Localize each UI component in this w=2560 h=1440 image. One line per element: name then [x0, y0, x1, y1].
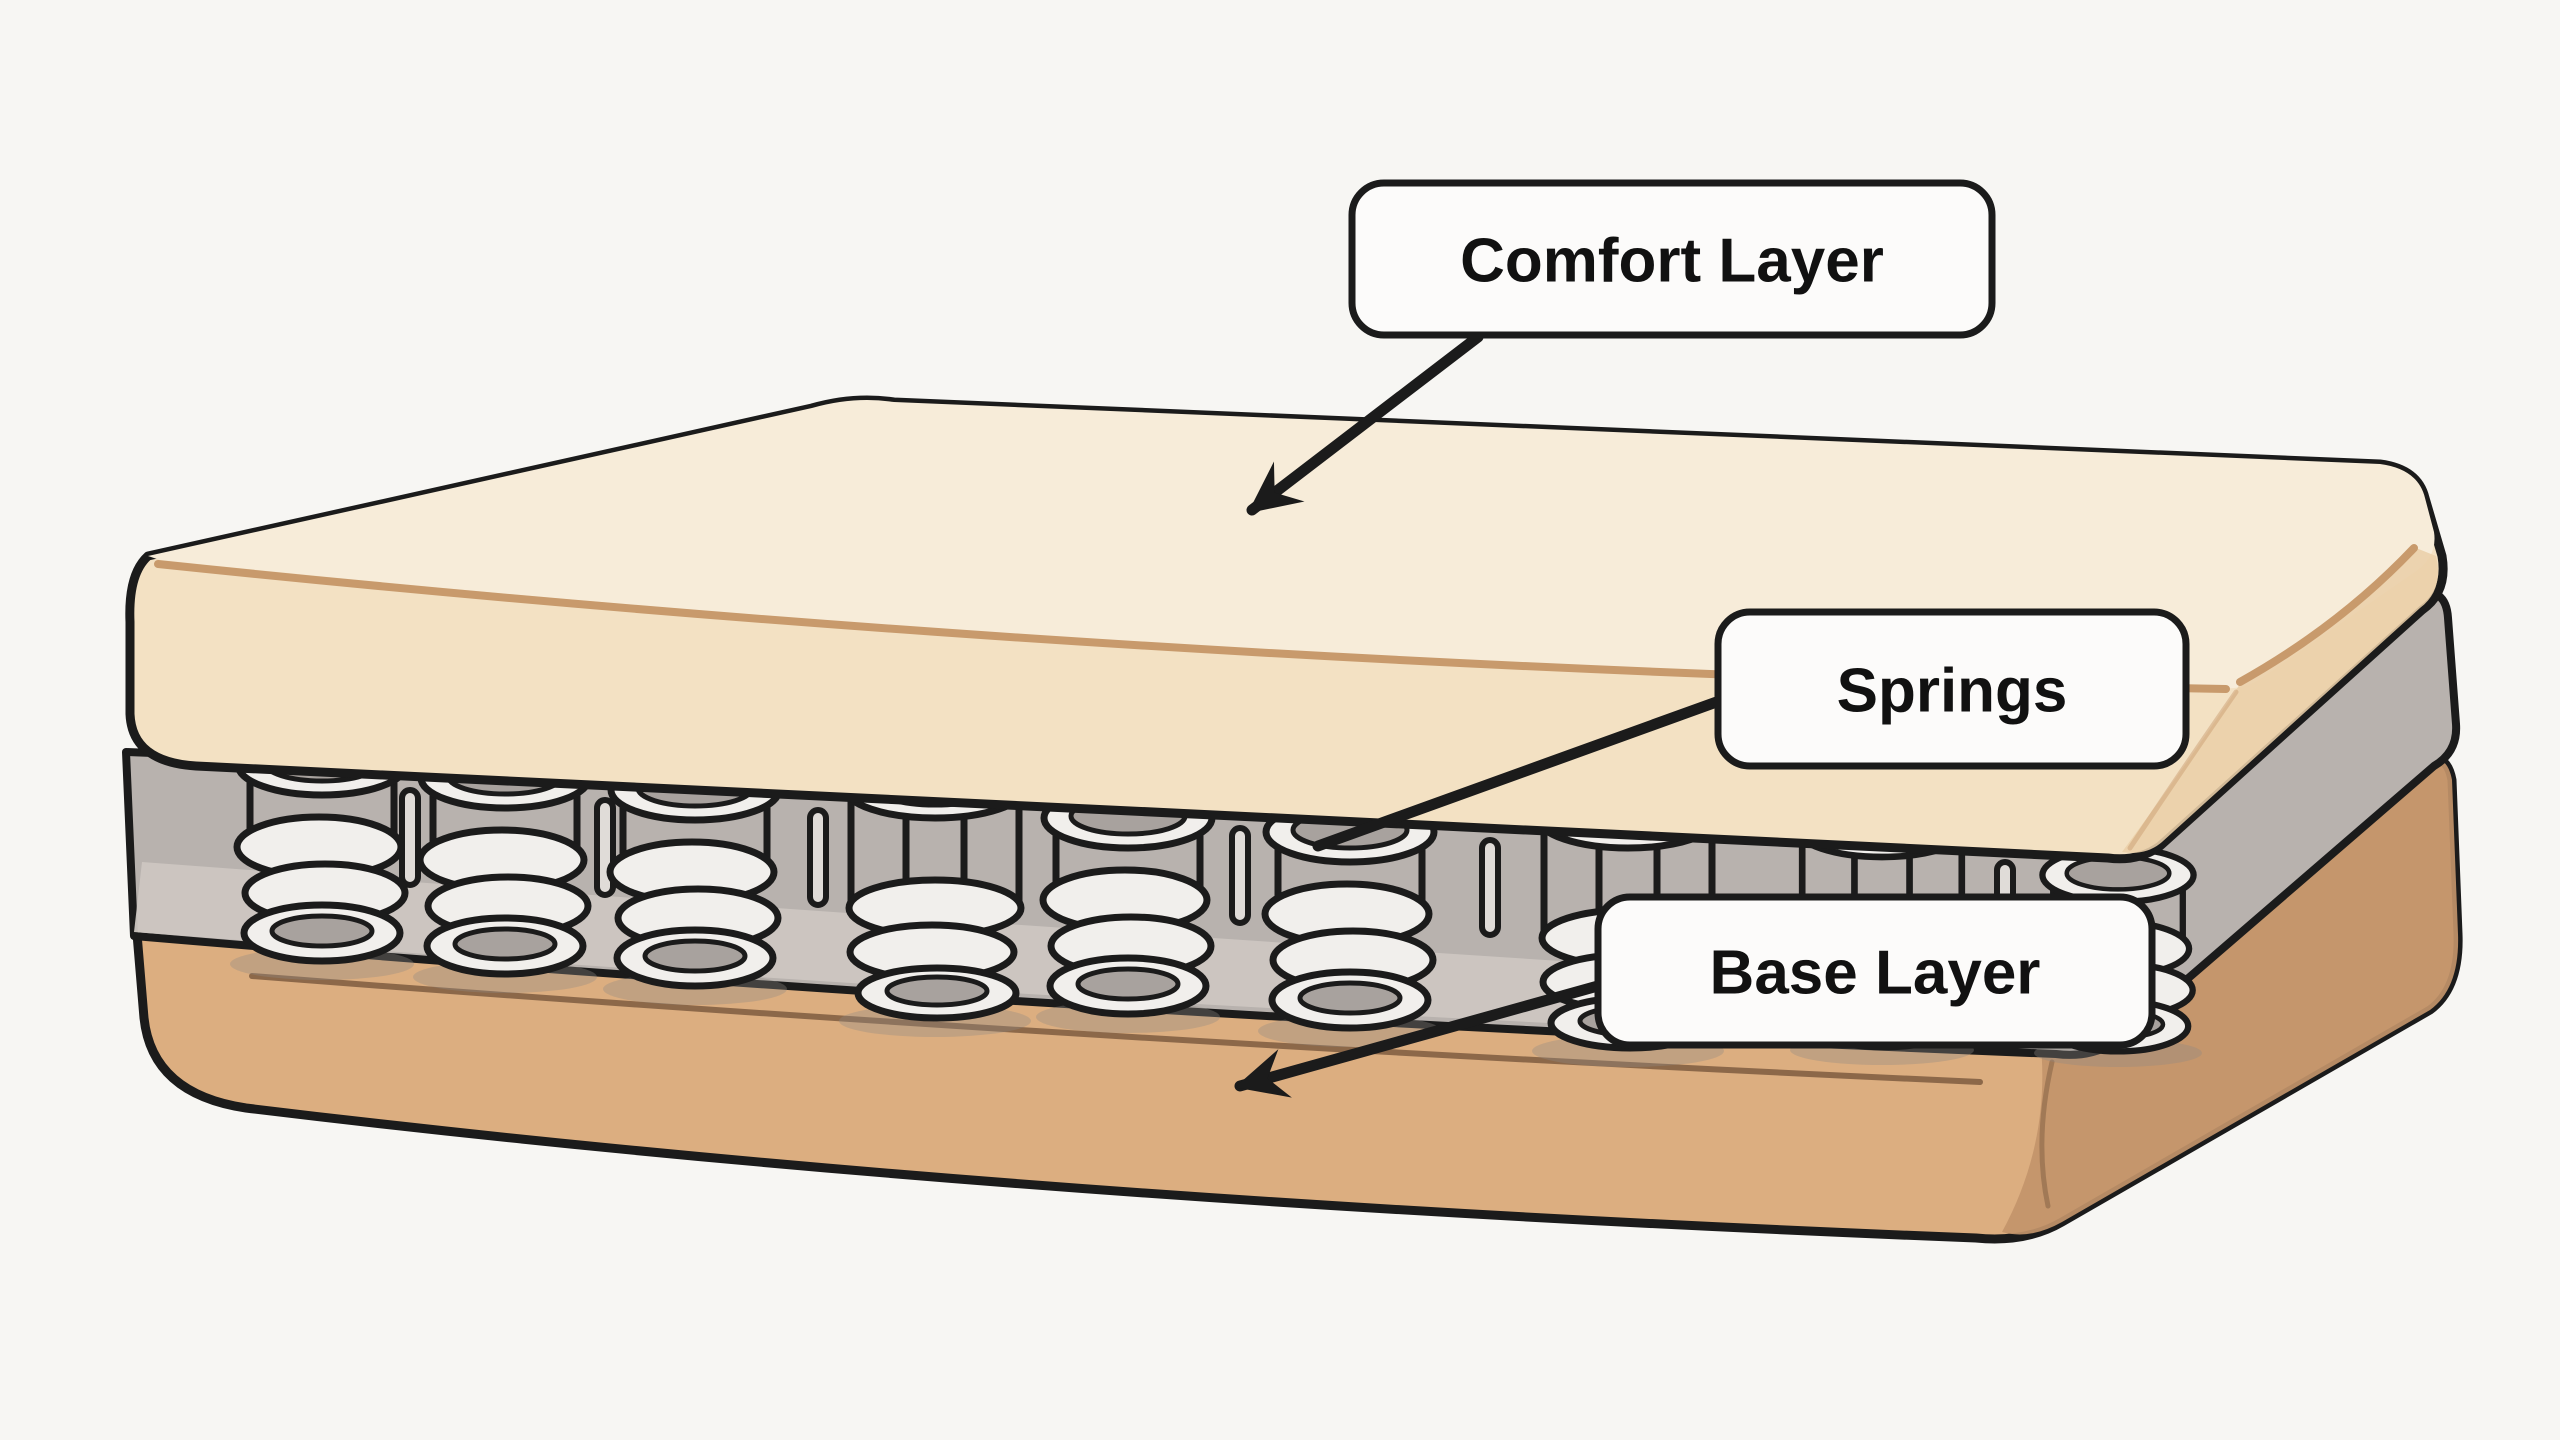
spring-coil	[1043, 788, 1212, 1014]
comfort-layer-side-accent-line	[2236, 544, 2418, 686]
comfort-layer-side-face	[2122, 548, 2438, 853]
base-layer-accent-line	[249, 973, 1983, 1085]
label-base-layer-box	[1594, 893, 2156, 1049]
spring-divider-post	[807, 807, 829, 908]
arrow-springs	[1312, 694, 1728, 852]
label-comfort-layer: Comfort Layer	[1348, 179, 1996, 339]
base-layer-corner-crease	[2039, 1059, 2055, 1209]
label-base-layer: Base Layer	[1594, 893, 2156, 1049]
comfort-layer-corner-crease	[2127, 689, 2239, 851]
spring-divider-post	[399, 787, 421, 888]
arrow-base-layer	[1234, 976, 1618, 1098]
label-comfort-layer-text: Comfort Layer	[1460, 227, 1884, 296]
label-springs: Springs	[1714, 608, 2190, 770]
base-layer-side-face	[2002, 759, 2459, 1235]
label-base-layer-text: Base Layer	[1710, 939, 2041, 1008]
label-springs-box	[1714, 608, 2190, 770]
spring-divider-post	[1229, 825, 1251, 926]
label-comfort-layer-box	[1348, 179, 1996, 339]
arrow-comfort-layer	[1246, 331, 1484, 516]
label-springs-text: Springs	[1837, 657, 2068, 726]
spring-divider-post	[1479, 837, 1501, 938]
annotations: Comfort Layer Springs Base Layer	[1234, 179, 2190, 1098]
